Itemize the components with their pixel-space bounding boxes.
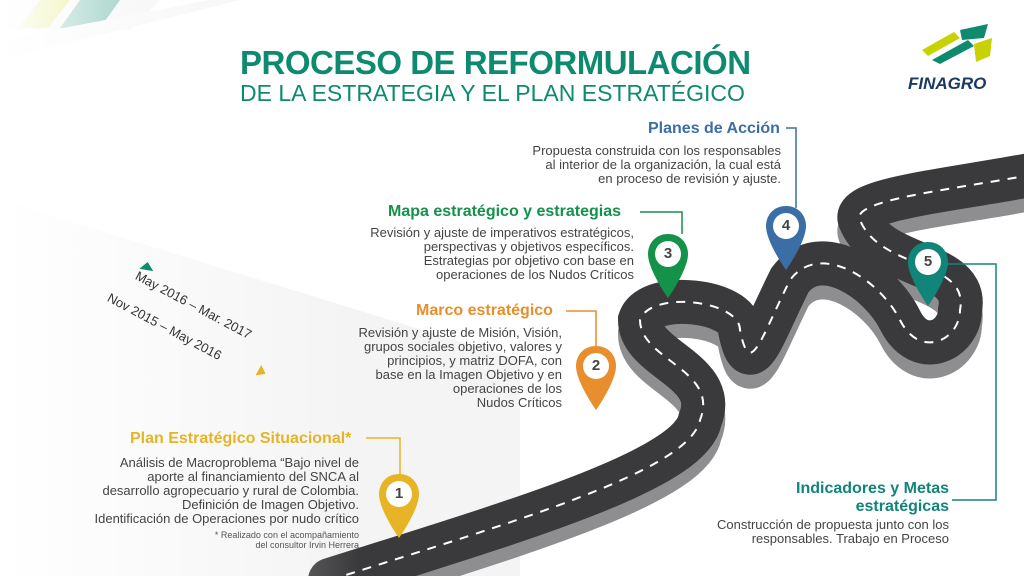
footnote-line: * Realizado con el acompañamiento bbox=[214, 530, 359, 540]
stage-3-line: operaciones de los Nudos Críticos bbox=[436, 267, 634, 282]
stage-4-line: en proceso de revisión y ajuste. bbox=[598, 171, 781, 186]
stage-2-line: grupos sociales objetivo, valores y bbox=[364, 339, 562, 354]
pin-5-icon bbox=[908, 242, 948, 306]
stage-2-line: principios, y matriz DOFA, con bbox=[387, 353, 562, 368]
finagro-logo-mark bbox=[922, 24, 992, 64]
stage-5-description: Construcción de propuesta junto con los … bbox=[649, 518, 949, 546]
stage-1-line: desarrollo agropecuario y rural de Colom… bbox=[102, 483, 359, 498]
stage-2-title: Marco estratégico bbox=[416, 302, 553, 319]
stage-1-title: Plan Estratégico Situacional* bbox=[130, 430, 352, 447]
finagro-logo-text: FINAGRO bbox=[908, 74, 987, 93]
stage-3-line: Estrategias por objetivo con base en bbox=[423, 253, 634, 268]
stage-5-line: responsables. Trabajo en Proceso bbox=[751, 531, 949, 546]
pin-3-number: 3 bbox=[663, 245, 673, 262]
stage-2-line: operaciones de los bbox=[452, 381, 562, 396]
stage-1-line: aporte al financiamiento del SNCA al bbox=[147, 469, 359, 484]
stage-1-line: Identificación de Operaciones por nudo c… bbox=[94, 511, 360, 526]
stage-1-line: Definición de Imagen Objetivo. bbox=[181, 497, 359, 512]
pin-5-number: 5 bbox=[923, 253, 933, 270]
stage-3-line: Revisión y ajuste de imperativos estraté… bbox=[370, 225, 634, 240]
pin-2-number: 2 bbox=[591, 357, 601, 374]
stage-4-title: Planes de Acción bbox=[648, 120, 780, 137]
stage-3-line: perspectivas y objetivos específicos. bbox=[423, 239, 634, 254]
stage-5-line: Construcción de propuesta junto con los bbox=[717, 517, 949, 532]
stage-4-line: Propuesta construida con los responsable… bbox=[532, 143, 781, 158]
stage-5-title-line: estratégicas bbox=[855, 498, 949, 515]
stage-1-line: Análisis de Macroproblema “Bajo nivel de bbox=[119, 455, 359, 470]
page-title: PROCESO DE REFORMULACIÓN bbox=[240, 44, 751, 81]
stage-3-title: Mapa estratégico y estrategias bbox=[388, 203, 621, 220]
stage-5-title: Indicadores y Metas estratégicas bbox=[749, 480, 949, 516]
pin-4-number: 4 bbox=[781, 217, 791, 234]
pin-1-number: 1 bbox=[394, 485, 404, 502]
stage-5-title-line: Indicadores y Metas bbox=[796, 480, 949, 497]
stage-1-description: Análisis de Macroproblema “Bajo nivel de… bbox=[39, 455, 360, 526]
pin-1-icon bbox=[379, 474, 419, 538]
pin-3-icon bbox=[648, 234, 688, 298]
pin-2-icon bbox=[576, 346, 616, 410]
page-subtitle: DE LA ESTRATEGIA Y EL PLAN ESTRATÉGICO bbox=[240, 80, 745, 106]
stage-2-line: Revisión y ajuste de Misión, Visión, bbox=[358, 325, 562, 340]
stage-2-description: Revisión y ajuste de Misión, Visión, gru… bbox=[302, 326, 562, 410]
stage-3-description: Revisión y ajuste de imperativos estraté… bbox=[314, 226, 634, 282]
stage-4-line: al interior de la organización, la cual … bbox=[545, 157, 781, 172]
footnote-line: del consultor Irvin Herrera bbox=[255, 540, 359, 550]
stage-4-description: Propuesta construida con los responsable… bbox=[481, 144, 781, 186]
stage-2-line: base en la Imagen Objetivo y en bbox=[375, 367, 562, 382]
stage-2-line: Nudos Críticos bbox=[476, 395, 562, 410]
stage-1-footnote: * Realizado con el acompañamiento del co… bbox=[139, 530, 359, 550]
pin-4-icon bbox=[766, 206, 806, 270]
